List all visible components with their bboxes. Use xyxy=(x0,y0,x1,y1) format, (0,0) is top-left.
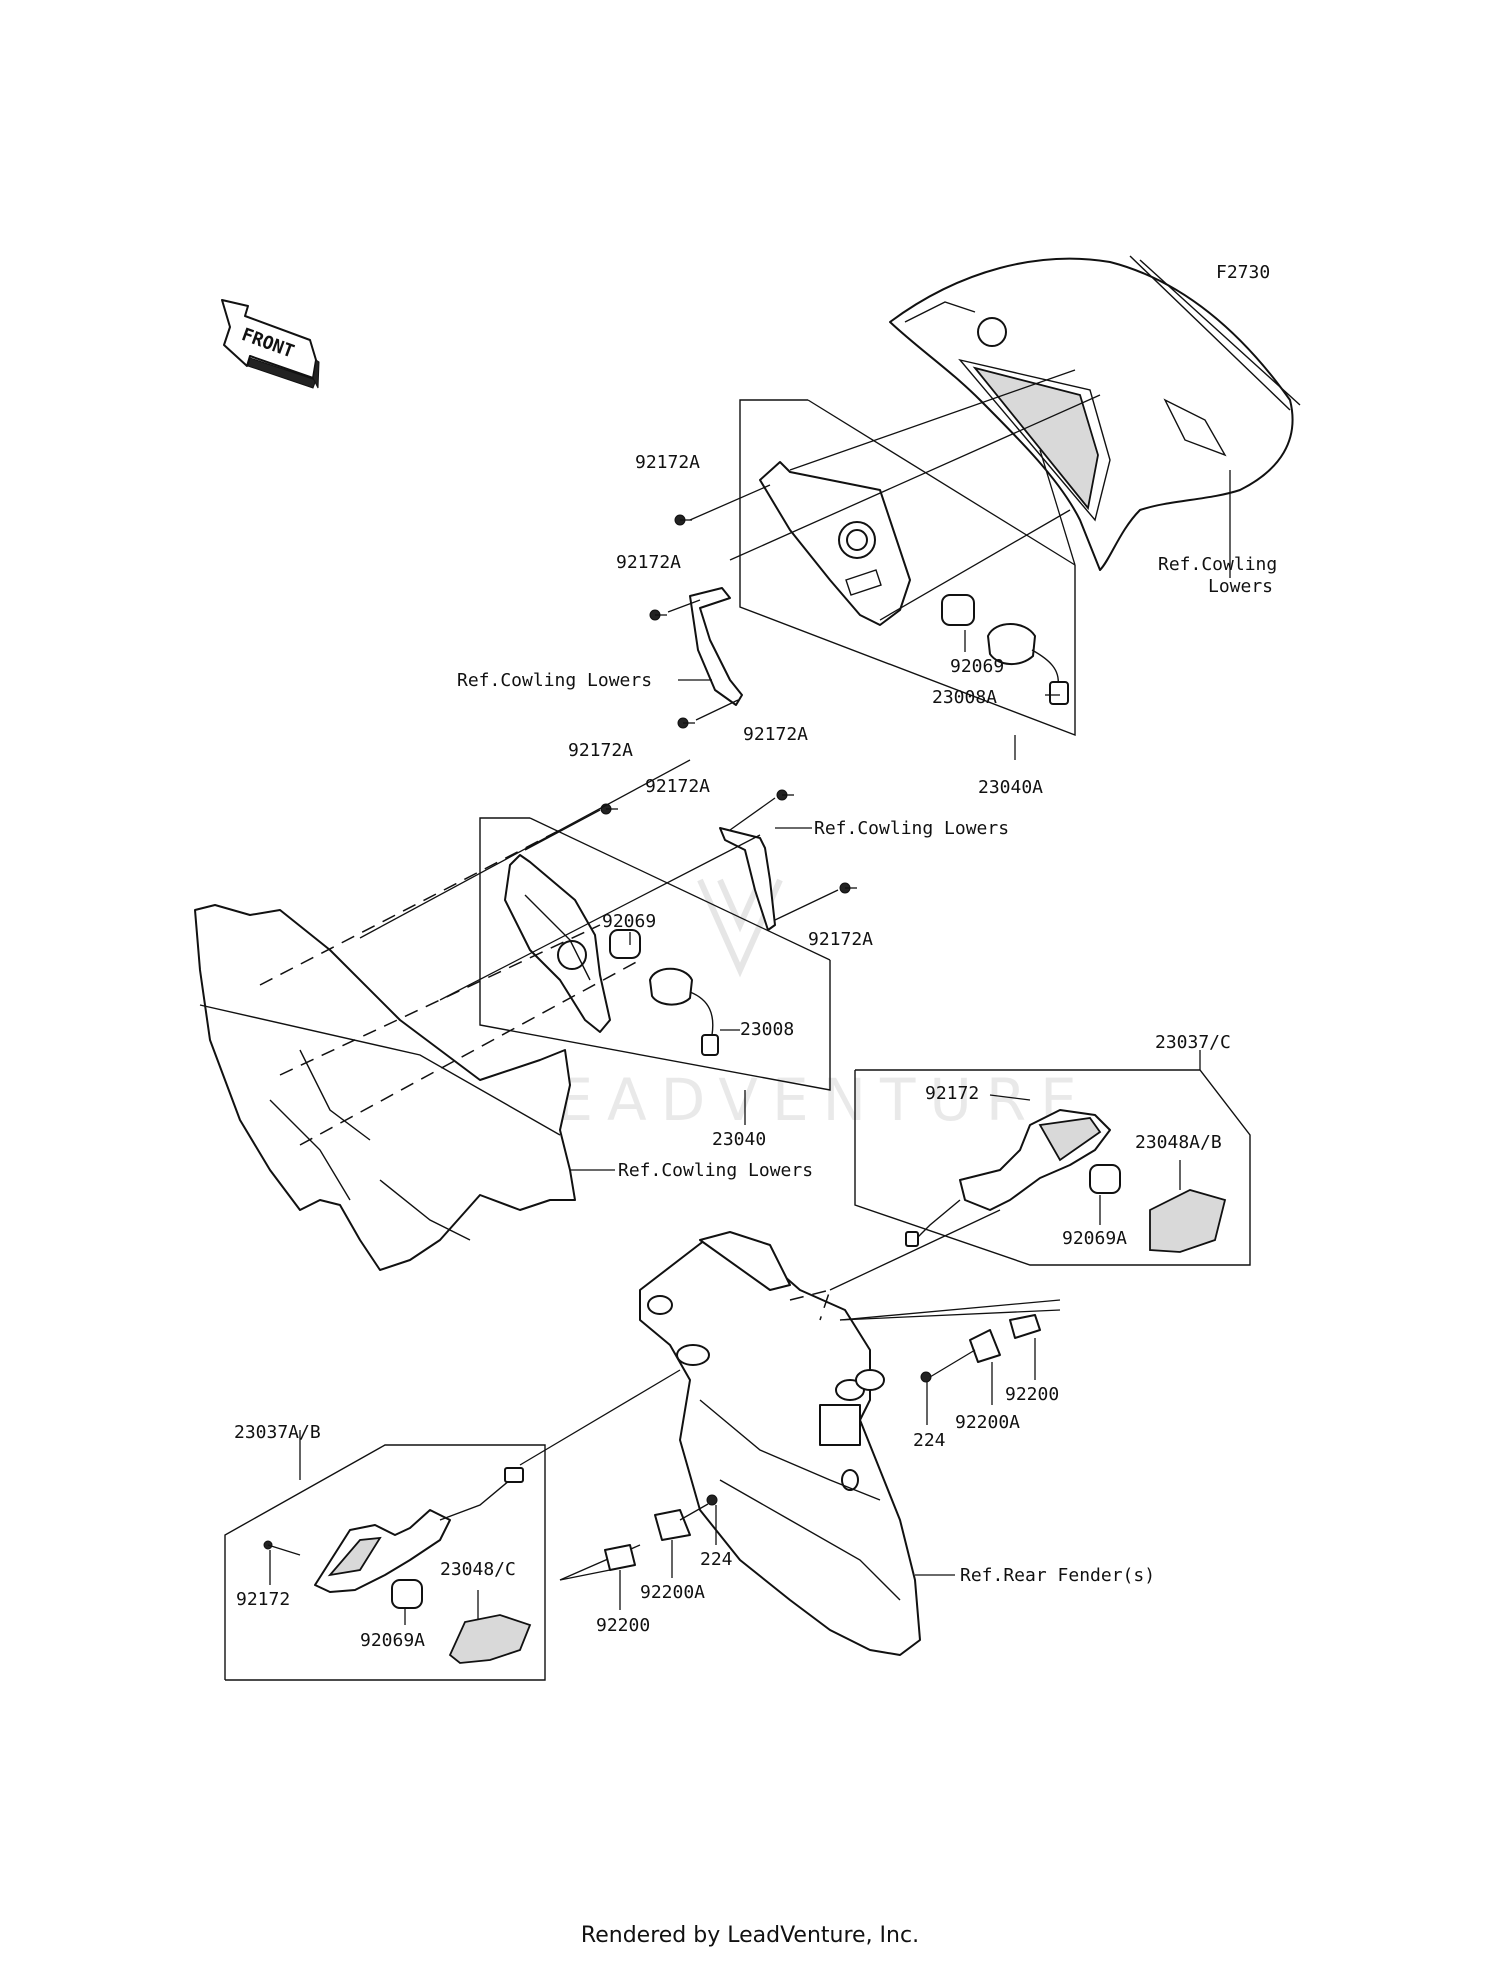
label-92200-right: 92200 xyxy=(1005,1384,1059,1405)
label-92200a-center: 92200A xyxy=(640,1582,705,1603)
label-224-right: 224 xyxy=(913,1430,946,1451)
label-92200-center: 92200 xyxy=(596,1615,650,1636)
box-23037ab xyxy=(224,1444,546,1681)
label-92069-mid: 92069 xyxy=(602,911,656,932)
label-23048c: 23048/C xyxy=(440,1559,516,1580)
label-23037c: 23037/C xyxy=(1155,1032,1231,1053)
upper-cowling-shape xyxy=(889,255,1301,571)
label-92172a-1: 92172A xyxy=(635,452,700,473)
left-lens-23048c xyxy=(448,1614,532,1664)
left-turn-signal xyxy=(314,1467,524,1593)
right-turn-signal xyxy=(905,1109,1111,1247)
label-92172a-3: 92172A xyxy=(568,740,633,761)
footer-credit: Rendered by LeadVenture, Inc. xyxy=(580,1923,920,1948)
label-92172a-2: 92172A xyxy=(616,552,681,573)
watermark-text: LEADVENTURE xyxy=(510,1066,1091,1134)
watermark: LEADVENTURE xyxy=(510,878,1091,1134)
label-23008a: 23008A xyxy=(932,687,997,708)
label-ref-rear-fender: Ref.Rear Fender(s) xyxy=(960,1565,1155,1586)
label-23040a: 23040A xyxy=(978,777,1043,798)
label-23048ab: 23048A/B xyxy=(1135,1132,1222,1153)
middle-lamp-housing xyxy=(504,854,611,1033)
box-23040a xyxy=(739,399,1076,737)
upper-bulb xyxy=(941,594,1069,705)
label-92069-upper: 92069 xyxy=(950,656,1004,677)
box-23040a-diag xyxy=(807,399,1076,566)
front-arrow-icon: FRONT xyxy=(221,299,320,389)
label-92172a-6: 92172A xyxy=(808,929,873,950)
left-screw xyxy=(263,1540,301,1556)
label-23040: 23040 xyxy=(712,1129,766,1150)
upper-lamp-housing xyxy=(759,461,911,626)
middle-bracket xyxy=(719,827,776,931)
label-ref-cowling-bottom: Ref.Cowling Lowers xyxy=(618,1160,813,1181)
label-92200a-right: 92200A xyxy=(955,1412,1020,1433)
center-brackets xyxy=(604,1494,718,1571)
label-92172-right: 92172 xyxy=(925,1083,979,1104)
label-92172-left: 92172 xyxy=(236,1589,290,1610)
right-bulb-92069a xyxy=(1089,1164,1121,1194)
left-bulb-92069a xyxy=(391,1579,423,1609)
label-224-center: 224 xyxy=(700,1549,733,1570)
rear-fender-shape xyxy=(639,1231,921,1656)
right-lens-23048ab xyxy=(1149,1189,1227,1253)
box-23040-diag xyxy=(529,817,831,961)
label-92069a-right: 92069A xyxy=(1062,1228,1127,1249)
label-ref-cowling-mid: Ref.Cowling Lowers xyxy=(814,818,1009,839)
diagram-ref-code: F2730 xyxy=(1216,262,1271,283)
label-23037ab: 23037A/B xyxy=(234,1422,321,1443)
label-ref-cowling-left: Ref.Cowling Lowers xyxy=(457,670,652,691)
upper-bracket xyxy=(689,587,743,706)
label-92172a-5: 92172A xyxy=(645,776,710,797)
right-brackets xyxy=(920,1314,1041,1383)
label-92069a-left: 92069A xyxy=(360,1630,425,1651)
left-cowling-shape xyxy=(194,829,641,1271)
label-92172a-4: 92172A xyxy=(743,724,808,745)
label-leaders xyxy=(269,470,1231,1625)
label-ref-cowling-upper-right-2: Lowers xyxy=(1208,576,1273,597)
middle-assembly-lines xyxy=(359,759,839,1001)
middle-bulb xyxy=(609,929,719,1056)
upper-assembly-lines xyxy=(667,369,1101,721)
label-23008: 23008 xyxy=(740,1019,794,1040)
label-ref-cowling-upper-right-1: Ref.Cowling xyxy=(1158,554,1277,575)
box-23040 xyxy=(479,817,831,1091)
